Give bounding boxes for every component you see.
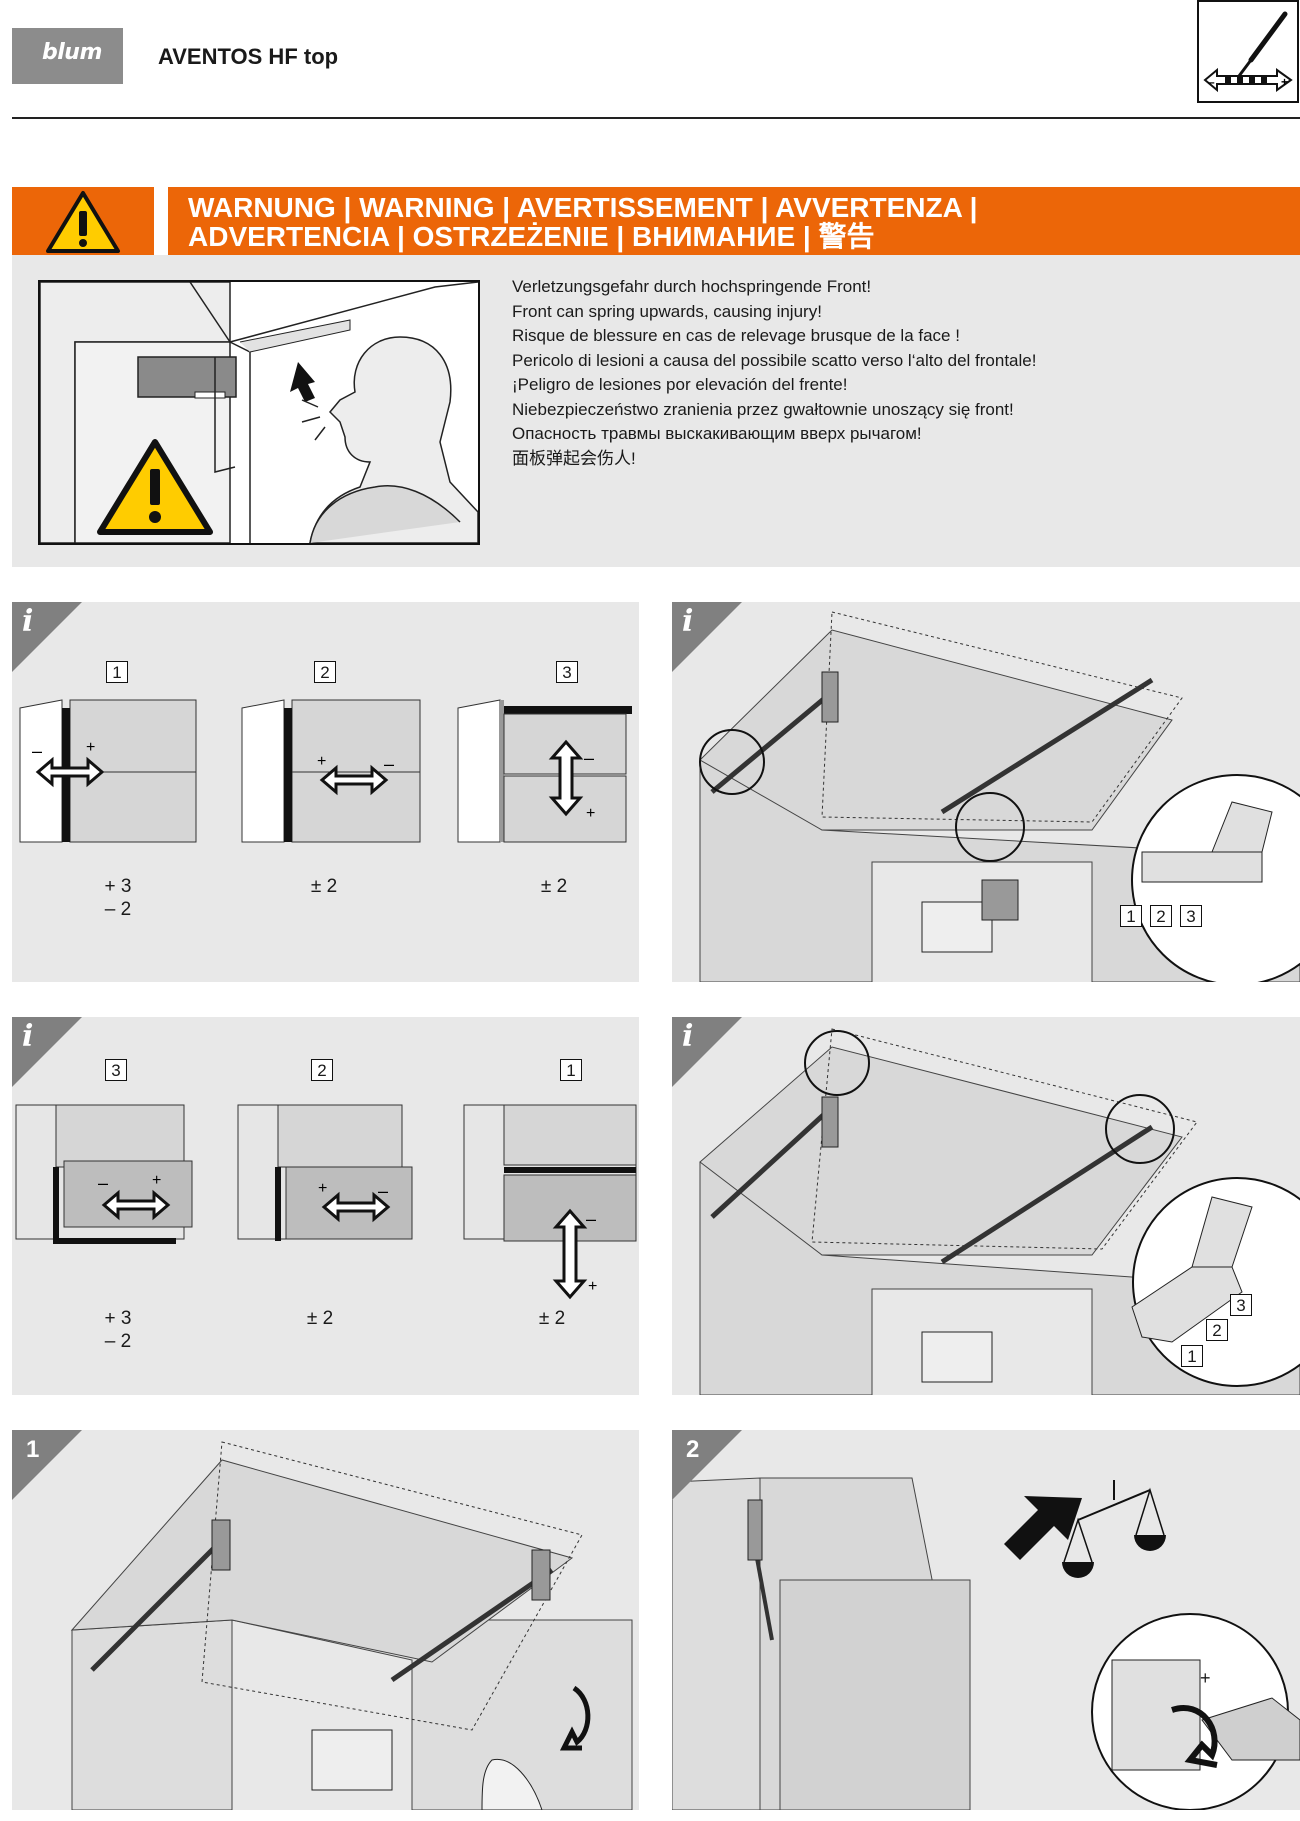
detail-label: 1: [1120, 905, 1142, 927]
warning-title-line1: WARNUNG | WARNING | AVERTISSEMENT | AVVE…: [188, 192, 978, 223]
info-corner: [672, 1017, 742, 1087]
step-corner: [672, 1430, 742, 1500]
warning-message-fr: Risque de blessure en cas de relevage br…: [512, 326, 960, 345]
detail-label: 2: [1206, 1319, 1228, 1341]
warning-separator: [154, 187, 168, 255]
adjust-panel-top: – + + – – + i 1 2 3 + 3– 2 ± 2 ± 2: [12, 602, 639, 982]
step-number: 2: [311, 1059, 333, 1081]
svg-text:+: +: [588, 1278, 597, 1295]
adjust-value: + 3– 2: [104, 1308, 132, 1352]
logo-text: blum: [42, 40, 102, 65]
svg-text:–: –: [98, 1173, 108, 1193]
warning-message-de: Verletzungsgefahr durch hochspringende F…: [512, 277, 872, 296]
info-icon: i: [682, 604, 694, 639]
step-panel-2: 2 +: [672, 1430, 1300, 1810]
page-title: AVENTOS HF top: [158, 44, 339, 69]
svg-text:+: +: [152, 1172, 161, 1189]
drill-plus-sign: +: [1200, 1668, 1211, 1688]
info-icon: i: [682, 1019, 694, 1054]
detail-label: 3: [1230, 1294, 1252, 1316]
step-badge: 1: [26, 1436, 40, 1463]
warning-title-line2: ADVERTENCIA | OSTRZEŻENIE | ВНИМАНИЕ | 警…: [188, 221, 875, 252]
step-number: 2: [314, 661, 336, 683]
info-corner: [672, 602, 742, 672]
screwdriver-adjust-icon: + –: [1197, 0, 1299, 103]
svg-text:–: –: [586, 1209, 596, 1229]
blum-logo: blum: [12, 28, 123, 84]
step-corner: [12, 1430, 82, 1500]
warning-panel: Verletzungsgefahr durch hochspringende F…: [12, 255, 1300, 567]
info-corner: [12, 602, 82, 672]
svg-text:–: –: [378, 1181, 388, 1201]
adjust-value: ± 2: [540, 876, 568, 897]
warning-message-en: Front can spring upwards, causing injury…: [512, 301, 822, 321]
warning-message-zh: 面板弹起会伤人!: [512, 448, 636, 468]
detail-panel-bottom: i 3 2 1: [672, 1017, 1300, 1395]
svg-text:+: +: [586, 805, 595, 822]
minus-sign: –: [32, 741, 42, 761]
adjust-value: ± 2: [538, 1308, 566, 1329]
warning-message-ru: Опасность травмы выскакивающим вверх рыч…: [512, 424, 922, 443]
step-number: 1: [106, 661, 128, 683]
svg-text:–: –: [384, 754, 394, 774]
svg-text:+: +: [1281, 75, 1288, 89]
adjust-value: ± 2: [310, 876, 338, 897]
detail-label: 1: [1181, 1345, 1203, 1367]
warning-triangle-icon: [12, 187, 154, 255]
warning-banner: WARNUNG | WARNING | AVERTISSEMENT | AVVE…: [12, 187, 1300, 255]
warning-messages: Verletzungsgefahr durch hochspringende F…: [512, 275, 1036, 471]
info-corner: [12, 1017, 82, 1087]
step-number: 1: [560, 1059, 582, 1081]
info-icon: i: [22, 1019, 34, 1054]
header-divider: [12, 117, 1300, 119]
svg-text:–: –: [584, 748, 594, 768]
warning-message-it: Pericolo di lesioni a causa del possibil…: [512, 350, 1037, 370]
detail-label: 3: [1180, 905, 1202, 927]
warning-title: WARNUNG | WARNING | AVERTISSEMENT | AVVE…: [188, 193, 977, 251]
svg-text:+: +: [317, 753, 326, 770]
step-panel-1: 1: [12, 1430, 639, 1810]
svg-text:–: –: [1208, 75, 1215, 89]
adjust-value: ± 2: [306, 1308, 334, 1329]
svg-text:+: +: [318, 1180, 327, 1197]
detail-panel-top: i 1 2 3: [672, 602, 1300, 982]
warning-message-pl: Niebezpieczeństwo zranienia przez gwałto…: [512, 399, 1014, 419]
step-number: 3: [556, 661, 578, 683]
warning-message-es: ¡Peligro de lesiones por elevación del f…: [512, 375, 848, 394]
adjust-panel-bottom: – + + – – + i 3 2 1 + 3– 2 ± 2 ± 2: [12, 1017, 639, 1395]
info-icon: i: [22, 604, 34, 639]
step-number: 3: [105, 1059, 127, 1081]
detail-label: 2: [1150, 905, 1172, 927]
warning-illustration: [38, 280, 480, 545]
adjust-value: + 3– 2: [104, 876, 132, 920]
step-badge: 2: [686, 1436, 700, 1463]
svg-text:+: +: [86, 739, 95, 756]
